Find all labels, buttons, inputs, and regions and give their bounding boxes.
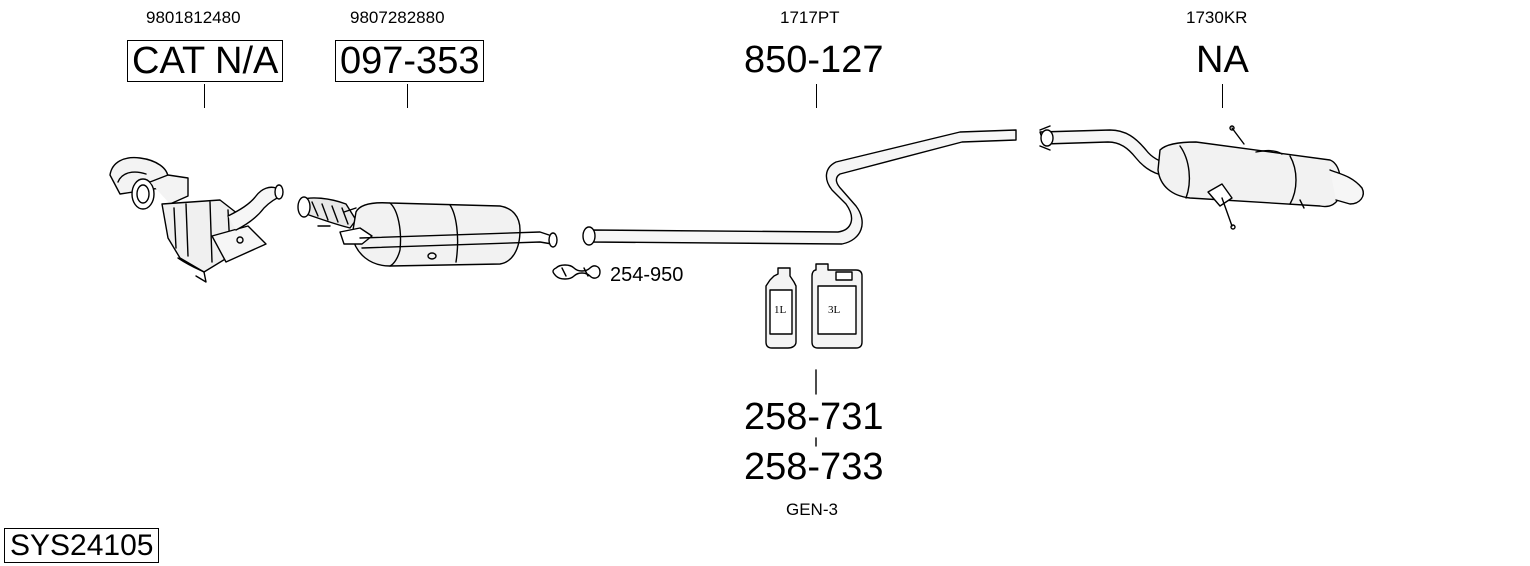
part-number-catalyst[interactable]: CAT N/A [127,40,284,82]
part-number-particulate-filter[interactable]: 097-353 [335,40,485,82]
oe-number-rear-silencer: 1730KR [1186,8,1248,27]
fluid-note: GEN-3 [786,500,838,519]
can-3l-icon[interactable] [811,263,863,349]
catalyst-icon[interactable] [109,156,284,283]
clamp-part-number[interactable]: 254-950 [610,264,684,286]
oe-number-catalyst: 9801812480 [146,8,241,27]
bottle-1l-label: 1L [774,304,787,316]
oe-number-center-pipe: 1717PT [780,8,840,27]
can-3l-label: 3L [828,304,841,316]
leader-line [1222,84,1223,108]
part-number-center-pipe[interactable]: 850-127 [744,39,884,81]
oe-number-particulate-filter: 9807282880 [350,8,445,27]
leader-line [204,84,205,108]
leader-line [816,84,817,108]
clamp-icon[interactable] [552,264,601,280]
bottle-1l-icon[interactable] [765,267,797,349]
fluid-part-number-2[interactable]: 258-733 [744,446,884,488]
rear-silencer-icon[interactable] [1039,125,1364,230]
center-pipe-icon[interactable] [582,129,1017,246]
fluid-part-number-1[interactable]: 258-731 [744,396,884,438]
system-id-badge: SYS24105 [4,528,160,563]
particulate-filter-icon[interactable] [297,196,558,267]
leader-line [407,84,408,108]
part-number-rear-silencer[interactable]: NA [1196,39,1249,81]
